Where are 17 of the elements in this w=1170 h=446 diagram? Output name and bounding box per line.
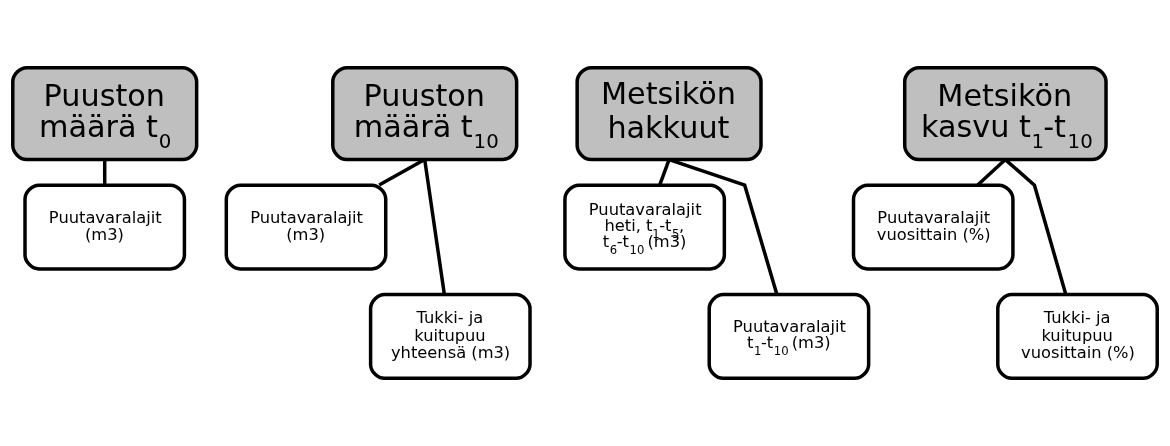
node-box: Tukki- ja kuitupuu yhteensä (m3) — [368, 292, 532, 381]
node-box: Puuston määrä t$_{0}$ — [11, 65, 199, 162]
node-box: Puutavaralajit heti, t$_{1}$-t$_{5}$, t$_{6}$-t$_{10}$ (m3) — [563, 183, 727, 271]
connector — [658, 158, 671, 186]
node-box: Puutavaralajit (m3) — [224, 183, 388, 271]
connector — [102, 159, 107, 186]
connector — [378, 158, 426, 187]
node-box: Puutavaralajit vuosittain (%) — [851, 183, 1015, 271]
node-box: Metsikön kasvu t$_{1}$-t$_{10}$ — [902, 65, 1108, 162]
node-box: Tukki- ja kuitupuu vuosittain (%) — [996, 292, 1159, 381]
node-box: Metsikön hakkuut — [575, 65, 763, 162]
node-box: Puutavaralajit (m3) — [23, 183, 187, 271]
node-box: Puuston määrä t$_{10}$ — [331, 65, 519, 162]
connector — [423, 159, 447, 295]
node-box: Puutavaralajit t$_{1}$-t$_{10}$ (m3) — [707, 292, 871, 381]
connector — [976, 158, 1007, 187]
connector — [1004, 158, 1068, 295]
